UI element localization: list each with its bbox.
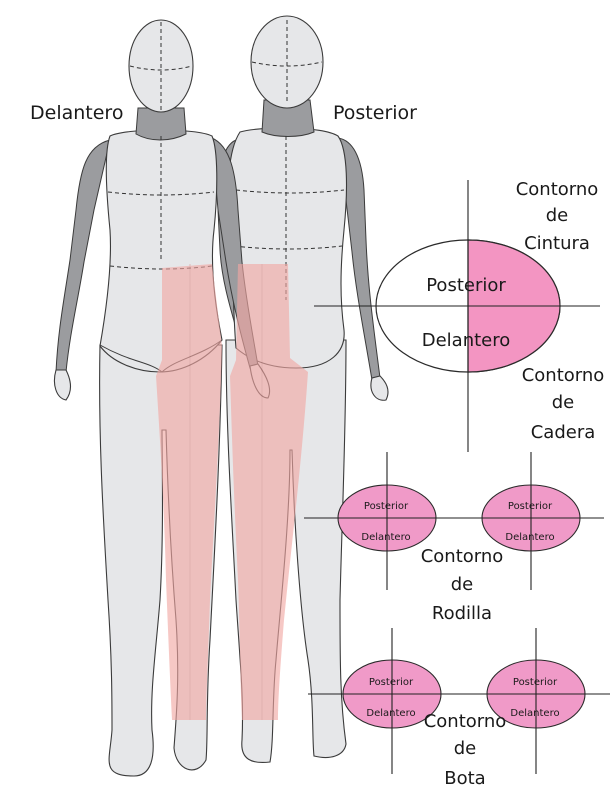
back-figure-neck [261,99,315,137]
hip-contour-label-3: Cadera [531,422,596,443]
waist-contour-label-1: Contorno [516,179,599,200]
knee-contour-label-1: Contorno [421,546,504,567]
hip-contour-label-1: Contorno [522,365,605,386]
back-figure-right-arm [337,137,381,381]
boot-left-top-label: Posterior [369,677,414,688]
pants-back-leg [230,264,308,720]
boot-left-bottom-label: Delantero [366,708,415,719]
back-figure-right-hand [370,375,389,401]
boot-right-top-label: Posterior [513,677,558,688]
boot-diagrams: Posterior Delantero Posterior Delantero … [308,628,610,789]
pants-pattern-overlay [156,264,308,720]
waist-hip-top-label: Posterior [426,275,506,296]
front-figure-label: Delantero [30,102,123,124]
waist-hip-bottom-label: Delantero [422,330,511,351]
boot-contour-label-2: de [454,738,477,759]
front-figure-neck [135,107,187,141]
boot-contour-label-1: Contorno [424,711,507,732]
waist-contour-label-2: de [546,205,569,226]
front-figure-left-hand [53,369,72,401]
knee-contour-label-3: Rodilla [432,603,492,624]
knee-right-bottom-label: Delantero [505,532,554,543]
hip-contour-label-2: de [552,392,575,413]
boot-contour-label-3: Bota [444,768,485,789]
front-figure-left-arm [55,139,111,373]
back-figure-label: Posterior [333,102,417,124]
waist-contour-label-3: Cintura [524,233,590,254]
knee-diagrams: Posterior Delantero Posterior Delantero … [304,452,604,624]
knee-right-top-label: Posterior [508,501,553,512]
knee-left-top-label: Posterior [364,501,409,512]
boot-right-bottom-label: Delantero [510,708,559,719]
pants-front-leg [156,264,222,720]
knee-contour-label-2: de [451,574,474,595]
waist-hip-diagram: Posterior Delantero Contorno de Cintura … [314,179,604,452]
knee-left-bottom-label: Delantero [361,532,410,543]
